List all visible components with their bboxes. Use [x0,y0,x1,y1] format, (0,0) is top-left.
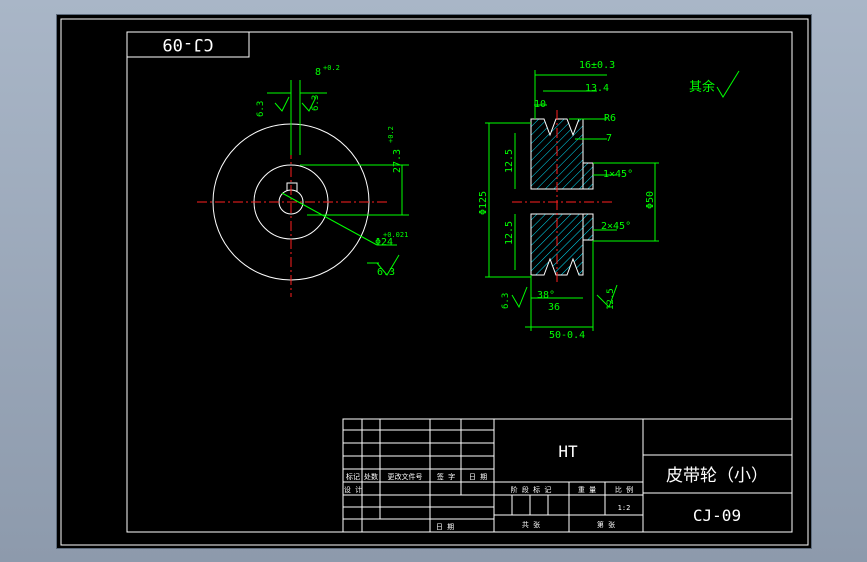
roughness-left-1: 6.3 [256,101,266,117]
svg-text:标记: 标记 [346,472,360,481]
drawing-code: CJ-09 [693,506,741,525]
code-box [126,31,250,58]
svg-text:日 期: 日 期 [469,473,487,481]
svg-text:+0.021: +0.021 [383,231,408,239]
dim-right-angle: 38° [537,290,555,301]
dim-right-chamfer1: 1×45° [603,169,633,180]
code-box-text: CJ-09 [162,34,213,54]
dim-right-w3: 10 [534,99,546,110]
svg-text:+0.2: +0.2 [387,126,395,143]
dim-right-dia2: Φ50 [645,191,656,209]
svg-text:签 字: 签 字 [437,472,455,481]
title-block [342,418,793,533]
svg-text:+0.2: +0.2 [323,64,340,72]
svg-text:处数: 处数 [364,472,378,481]
roughness-right-2: 12.5 [606,288,616,310]
roughness-left-3: 6.3 [377,267,395,278]
dim-right-h2: 12.5 [504,221,515,245]
dim-left-d3: Φ24 [375,237,393,248]
section-view [485,70,740,331]
roughness-right-1: 6.3 [501,293,511,309]
svg-text:更改文件号: 更改文件号 [388,472,423,481]
dim-right-chamfer2: 2×45° [601,221,631,232]
drawing-title: 皮带轮（小） [666,466,768,486]
dim-left-d2: 27.3 [392,149,403,173]
front-view [197,80,409,297]
dim-right-w2: 13.4 [585,83,609,94]
svg-text:第 张: 第 张 [597,520,615,529]
drawing-viewport[interactable]: CJ-09 8 +0.2 6.3 6.3 27.3 +0.2 Φ24 +0.02… [56,14,812,549]
dim-left-d1: 8 [315,67,321,78]
dim-right-w1: 16±0.3 [579,60,615,71]
svg-text:比 例: 比 例 [615,485,633,494]
scale-value: 1:2 [618,504,631,512]
dim-right-w6: 36 [548,302,560,313]
svg-text:共 张: 共 张 [522,520,540,529]
svg-text:重 量: 重 量 [578,486,596,494]
roughness-left-2: 6.3 [311,95,321,111]
svg-text:日 期: 日 期 [436,523,454,531]
dim-right-w7: 50-0.4 [549,330,585,341]
material-text: HT [558,442,578,461]
cad-drawing: CJ-09 8 +0.2 6.3 6.3 27.3 +0.2 Φ24 +0.02… [60,18,809,546]
dim-right-w4: R6 [604,113,616,124]
outer-frame [60,18,809,546]
dim-right-h1: 12.5 [504,149,515,173]
other-finish-label: 其余 [689,79,715,95]
svg-text:设 计: 设 计 [344,485,362,494]
svg-text:阶 段 标 记: 阶 段 标 记 [511,485,552,494]
inner-frame [126,31,793,533]
dim-right-w5: 7 [606,133,612,144]
dim-right-dia1: Φ125 [478,191,489,215]
